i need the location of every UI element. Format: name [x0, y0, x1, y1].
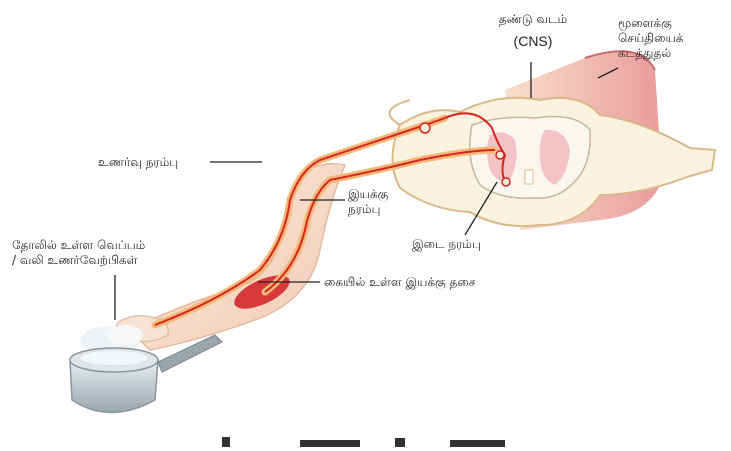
- to-brain-label-line2: செய்தியைக்: [618, 31, 683, 46]
- motor-nerve-label-line2: நரம்பு: [348, 202, 380, 217]
- muscle-label: கையில் உள்ள இயக்கு தசை: [324, 275, 475, 290]
- sensory-nerve-label: உணர்வு நரம்பு: [98, 155, 178, 170]
- cns-label: (CNS): [488, 34, 578, 49]
- arm: [116, 164, 345, 350]
- motor-nerve-label-line1: இயக்கு: [348, 187, 388, 202]
- skin-receptors-label-line1: தோலில் உள்ள வெப்பம்: [12, 238, 145, 253]
- spinal-cord-label: தண்டு வடம்: [488, 12, 578, 27]
- to-brain-label-line3: கடத்துதல்: [618, 46, 671, 61]
- to-brain-label-line1: மூளைக்கு: [618, 16, 672, 31]
- interneuron-label: இடை நரம்பு: [412, 237, 481, 252]
- bottom-caption-fragment: [222, 437, 505, 447]
- skin-receptors-label-line2: / வலி உணர்வேற்பிகள்: [12, 253, 137, 268]
